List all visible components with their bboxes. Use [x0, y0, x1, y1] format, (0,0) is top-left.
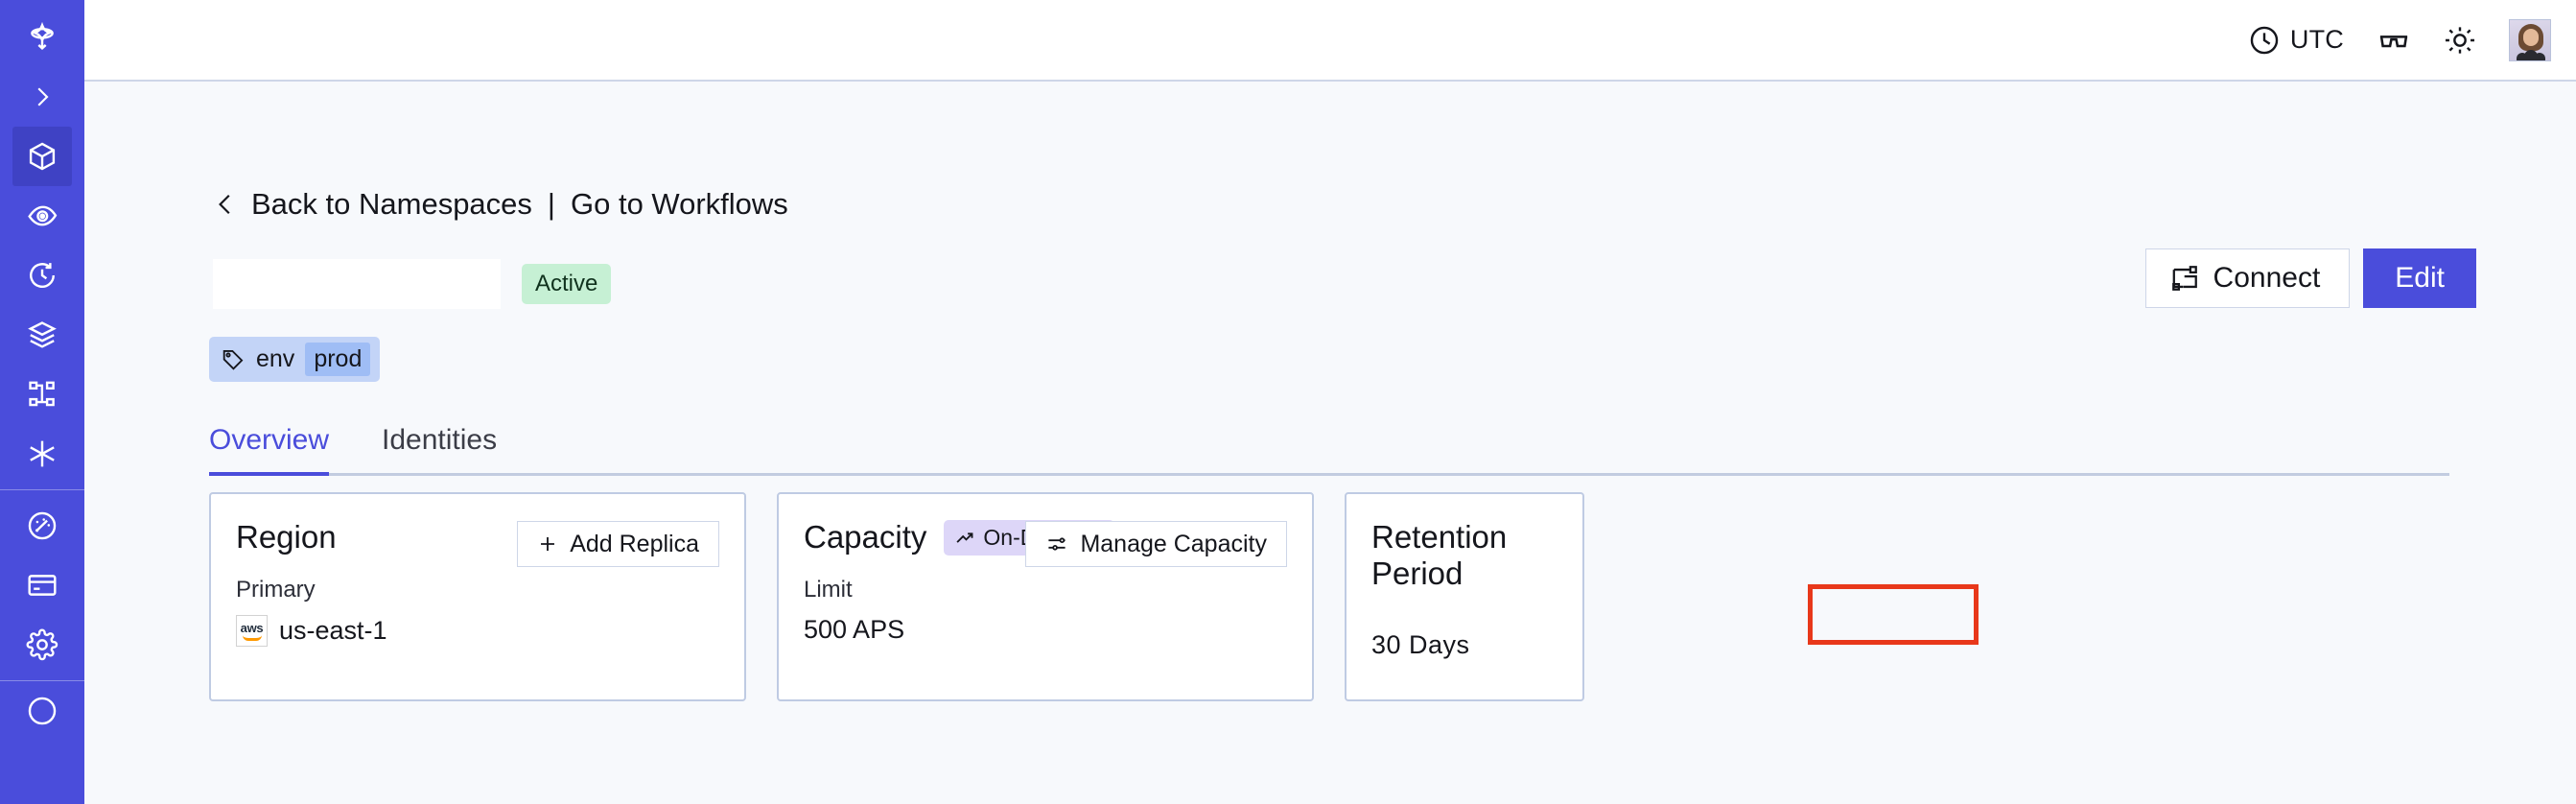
expand-chevron-icon — [37, 87, 49, 106]
namespace-title-redacted — [213, 259, 501, 309]
retention-card: Retention Period 30 Days — [1345, 492, 1584, 701]
retention-card-head: Retention Period — [1371, 519, 1557, 592]
add-replica-button[interactable]: Add Replica — [517, 521, 719, 567]
aws-wordmark: aws — [240, 620, 264, 635]
theme-toggle-button[interactable] — [2444, 24, 2476, 57]
sidebar-item-expand[interactable] — [12, 67, 72, 127]
chevron-left-icon[interactable] — [213, 190, 238, 219]
sidebar-item-workflows[interactable] — [12, 365, 72, 424]
overview-cards: Region Add Replica Primary aws us-east-1 — [209, 492, 1584, 701]
namespaces-cube-icon — [29, 142, 56, 171]
user-avatar[interactable] — [2509, 18, 2551, 61]
aws-smile — [242, 635, 262, 641]
namespace-tag[interactable]: env prod — [209, 337, 381, 382]
connect-button[interactable]: Connect — [2144, 248, 2351, 308]
retention-value: 30 Days — [1371, 630, 1470, 659]
tab-overview[interactable]: Overview — [209, 424, 330, 476]
aws-logo: aws — [236, 615, 268, 647]
capacity-card: Capacity On-Demand — [777, 492, 1314, 701]
billing-card-icon — [28, 575, 57, 596]
header-tools: UTC — [2248, 18, 2551, 61]
namespace-title-row: Active Connect Edit — [213, 248, 2476, 312]
manage-capacity-button[interactable]: Manage Capacity — [1025, 521, 1287, 567]
layers-icon — [28, 321, 57, 348]
breadcrumb: Back to Namespaces | Go to Workflows — [213, 187, 788, 222]
edit-button[interactable]: Edit — [2363, 248, 2476, 308]
top-header: UTC — [84, 0, 2576, 82]
sidebar-item-history[interactable] — [12, 246, 72, 305]
observability-eye-icon — [28, 205, 58, 226]
reading-mode-button[interactable] — [2377, 23, 2411, 58]
breadcrumb-back-link[interactable]: Back to Namespaces — [251, 187, 532, 221]
breadcrumb-separator: | — [547, 187, 555, 221]
add-replica-label: Add Replica — [570, 530, 699, 557]
sliders-icon — [1048, 537, 1066, 551]
asterisk-icon — [30, 440, 55, 467]
glasses-icon — [2379, 35, 2408, 47]
sidebar-item-logo[interactable] — [12, 8, 72, 67]
edit-label: Edit — [2395, 262, 2445, 294]
sidebar-item-observability[interactable] — [12, 186, 72, 246]
workflows-graph-icon — [29, 381, 55, 407]
status-badge: Active — [522, 264, 612, 304]
sidebar-item-nexus[interactable] — [12, 424, 72, 484]
tag-value: prod — [305, 343, 371, 376]
clock-icon — [2250, 26, 2279, 54]
region-card-title: Region — [236, 519, 337, 555]
sidebar-item-billing[interactable] — [12, 556, 72, 615]
plus-icon — [541, 537, 555, 551]
region-card-head: Region — [236, 519, 719, 556]
sidebar-item-help[interactable] — [12, 681, 72, 741]
timezone-selector[interactable]: UTC — [2248, 24, 2344, 57]
tab-bar: Overview Identities — [209, 424, 2449, 476]
capacity-card-title: Capacity — [804, 519, 927, 555]
tab-identities[interactable]: Identities — [382, 424, 498, 456]
settings-gear-icon — [26, 628, 59, 661]
sidebar-item-layers[interactable] — [12, 305, 72, 365]
tag-key: env — [256, 345, 295, 372]
help-icon — [28, 697, 57, 725]
usage-gauge-icon — [28, 511, 57, 540]
history-clock-icon — [30, 263, 55, 288]
sidebar-item-settings[interactable] — [12, 615, 72, 674]
manage-capacity-label: Manage Capacity — [1080, 530, 1267, 557]
connect-icon — [2171, 266, 2197, 291]
logo-star-icon — [31, 21, 54, 50]
trending-up-icon — [956, 532, 973, 543]
connect-label: Connect — [2213, 262, 2321, 294]
tag-icon — [222, 349, 244, 370]
region-value: us-east-1 — [279, 616, 387, 645]
sidebar-item-usage[interactable] — [12, 496, 72, 556]
capacity-limit-value: 500 APS — [804, 615, 905, 644]
sidebar-divider-bottom — [0, 680, 84, 681]
breadcrumb-workflows-link[interactable]: Go to Workflows — [570, 187, 788, 221]
timezone-label: UTC — [2289, 25, 2344, 54]
region-value-row: aws us-east-1 — [236, 615, 719, 647]
title-actions: Connect Edit — [2144, 248, 2476, 308]
region-primary-label: Primary — [236, 577, 316, 603]
primary-sidebar — [0, 0, 84, 804]
sidebar-divider-top — [0, 489, 84, 490]
main-content: Back to Namespaces | Go to Workflows Act… — [84, 82, 2576, 804]
capacity-limit-label: Limit — [804, 577, 853, 603]
region-card: Region Add Replica Primary aws us-east-1 — [209, 492, 746, 701]
retention-card-title: Retention Period — [1371, 519, 1508, 591]
sidebar-item-namespaces[interactable] — [12, 127, 72, 186]
sun-icon — [2445, 26, 2475, 54]
